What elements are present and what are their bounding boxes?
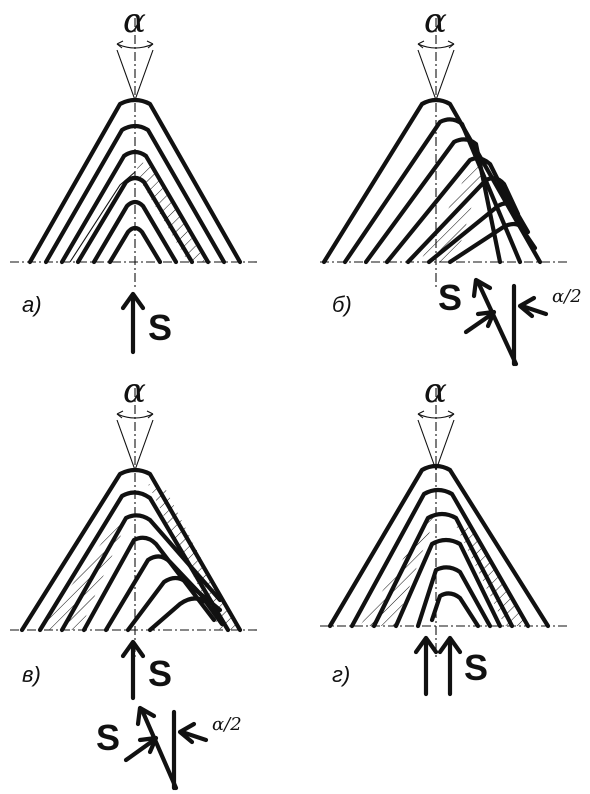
feed-label-secondary: S [96, 717, 120, 758]
feed-label: S [148, 307, 172, 348]
thread-profile [75, 175, 195, 265]
panel-label: а) [22, 292, 42, 317]
panel-b: α б) S α/2 [320, 1, 582, 367]
angle-arrowheads [116, 40, 154, 49]
thread-profile [59, 149, 211, 265]
feed-arrow [475, 279, 519, 367]
hatched-zone [135, 160, 205, 262]
panel-label: б) [332, 292, 352, 317]
thread-profile [43, 123, 227, 265]
panel-v: α в) S S α/2 [10, 371, 258, 791]
thread-profile [107, 225, 163, 265]
feed-label: S [464, 647, 488, 688]
panel-g: α г) S [320, 371, 568, 697]
panel-label: в) [22, 662, 41, 687]
feed-label: S [438, 277, 462, 318]
panel-a: α а) S [10, 1, 258, 355]
panel-label: г) [332, 662, 350, 687]
feed-label: S [148, 653, 172, 694]
thread-profile [27, 97, 243, 265]
half-angle-label: α/2 [552, 286, 582, 307]
half-angle-label: α/2 [212, 714, 242, 735]
thread-profile [91, 199, 179, 265]
